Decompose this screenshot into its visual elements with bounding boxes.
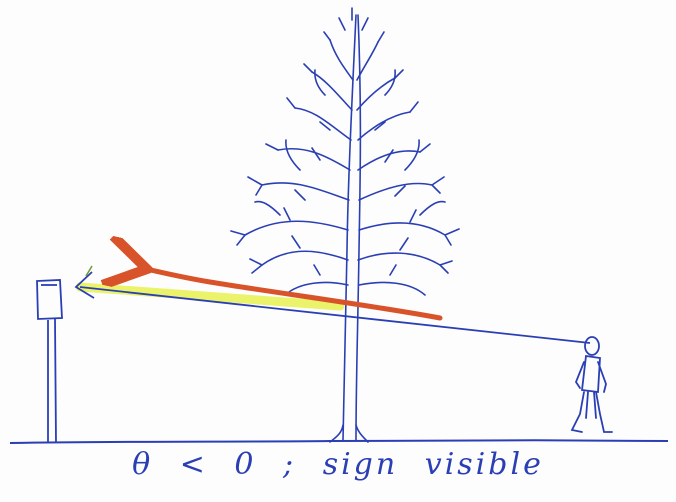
red-arrow (142, 268, 443, 321)
ground-line (9, 439, 669, 444)
sign-icon (36, 279, 63, 444)
tree-icon (230, 7, 460, 443)
person-icon (570, 336, 613, 433)
sight-line (79, 286, 591, 344)
caption-text: θ < 0 ; sign visible (132, 447, 544, 482)
sight-arrowhead (74, 271, 95, 299)
